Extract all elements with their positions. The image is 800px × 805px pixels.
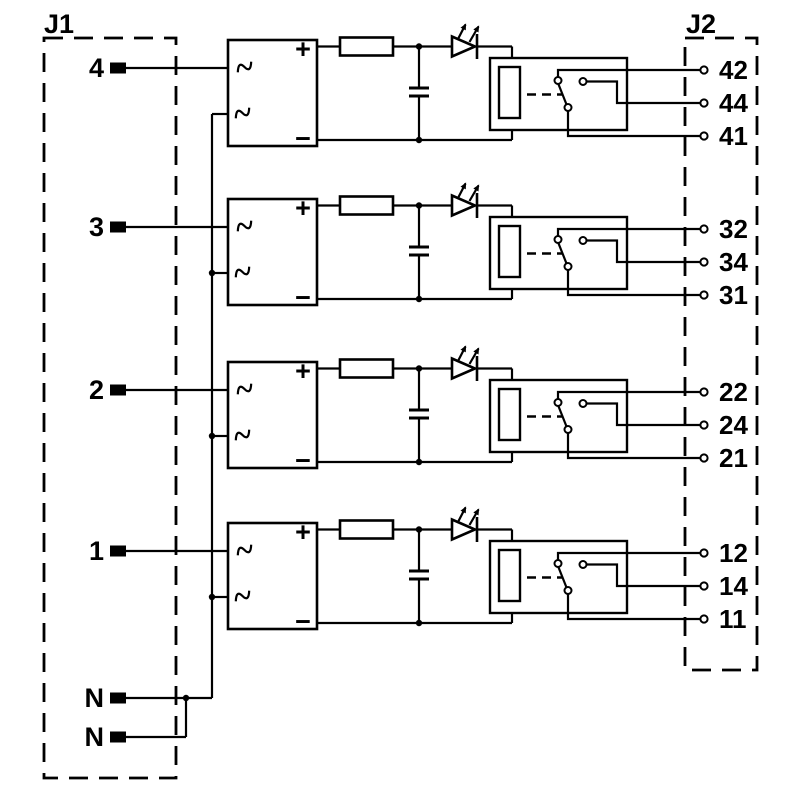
terminal-label: 44 (719, 88, 748, 118)
j2-terminal-labels: 42 44 41 32 34 31 22 24 21 12 14 11 (719, 55, 748, 634)
junction-dot (208, 593, 216, 601)
j1-label: J1 (44, 9, 74, 39)
j1-pin-terminals (110, 62, 126, 743)
junction-dot (208, 432, 216, 440)
terminal-label: 41 (719, 121, 748, 151)
terminal-label: 24 (719, 410, 748, 440)
terminal-label: 22 (719, 377, 748, 407)
neutral-bus (126, 114, 216, 739)
j1-connector-box (42, 36, 178, 780)
junction-dot (182, 694, 190, 702)
pin-label: 2 (89, 375, 104, 405)
pin-label: 1 (89, 536, 104, 566)
pin-label: N (85, 722, 105, 752)
junction-dot (208, 269, 216, 277)
terminal-label: 42 (719, 55, 748, 85)
terminal-label: 31 (719, 280, 748, 310)
pin-terminal (110, 545, 126, 557)
pin-terminal (110, 731, 126, 743)
pin-label: N (85, 683, 105, 713)
pin-terminal (110, 692, 126, 704)
j1-pin-labels: 4 3 2 1 N N (85, 53, 105, 752)
terminal-label: 21 (719, 443, 748, 473)
pin-label: 3 (89, 212, 104, 242)
terminal-label: 11 (719, 604, 747, 634)
terminal-label: 34 (719, 247, 748, 277)
terminal-label: 14 (719, 571, 748, 601)
pin-terminal (110, 384, 126, 396)
relay-channel-4 (126, 508, 708, 637)
j2-connector-box (683, 36, 759, 672)
terminal-label: 32 (719, 214, 748, 244)
relay-channel-3 (126, 347, 708, 476)
pin-label: 4 (89, 53, 104, 83)
j2-label: J2 (686, 9, 716, 39)
pin-terminal (110, 62, 126, 74)
relay-channel-1 (126, 25, 708, 154)
terminal-label: 12 (719, 538, 748, 568)
pin-terminal (110, 221, 126, 233)
relay-channel-2 (126, 184, 708, 313)
